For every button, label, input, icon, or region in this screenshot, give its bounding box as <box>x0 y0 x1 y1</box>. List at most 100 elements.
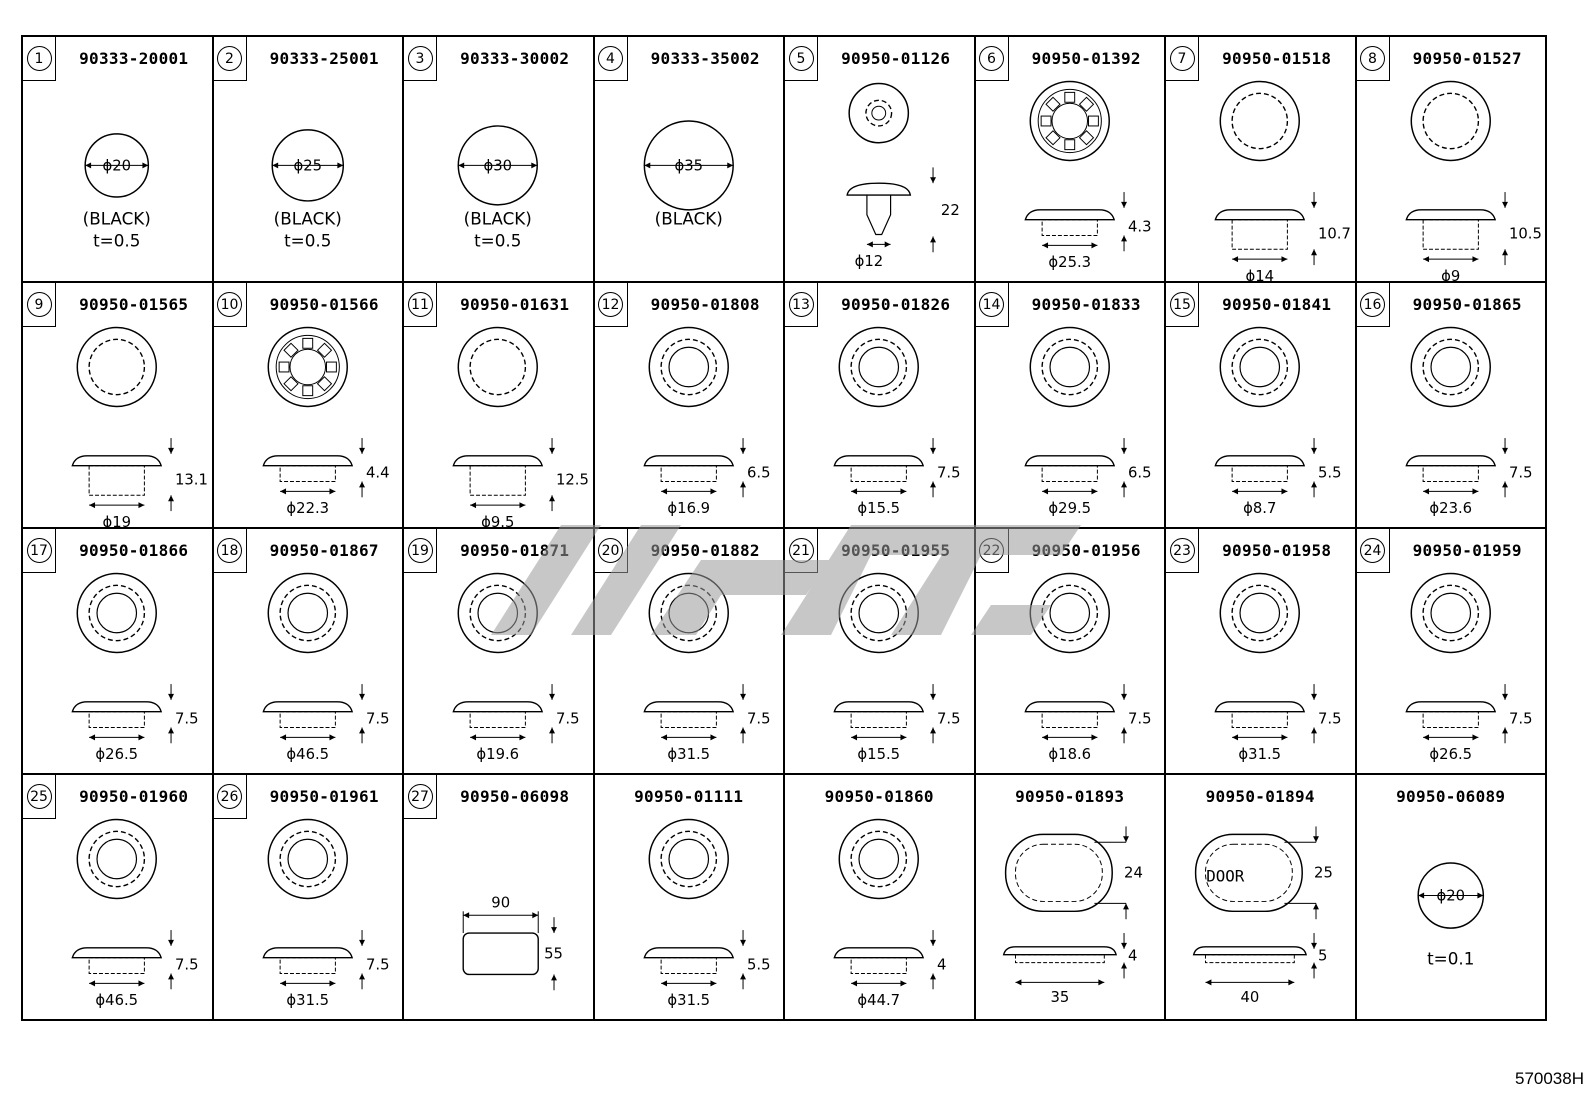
part-drawing: 7.5 ϕ15.5 <box>833 572 961 763</box>
callout-number: 17 <box>26 538 52 563</box>
part-number: 90950-01527 <box>1412 49 1522 68</box>
part-drawing: 6.5 ϕ29.5 <box>1023 326 1151 517</box>
diameter-label: ϕ15.5 <box>857 746 900 763</box>
part-number: 90333-25001 <box>269 49 379 68</box>
callout-number-box: 14 <box>975 283 1009 327</box>
callout-number-box: 5 <box>785 37 818 81</box>
diameter-label: ϕ46.5 <box>95 992 138 1009</box>
callout-number: 15 <box>1169 292 1195 317</box>
part-drawing: ϕ25 (BLACK)t=0.5 <box>270 129 344 250</box>
height-label: 5.5 <box>1318 465 1342 482</box>
part-cell: 14 90950-01833 6.5 ϕ29.5 <box>975 283 1166 529</box>
note-label: t=0.5 <box>474 230 521 250</box>
callout-number-box: 16 <box>1356 283 1390 327</box>
part-cell: 9 90950-01565 13.1 ϕ19 <box>23 283 214 529</box>
callout-number: 14 <box>979 292 1004 317</box>
note-label: (BLACK) <box>464 209 532 229</box>
part-number: 90950-01959 <box>1412 541 1522 560</box>
callout-number-box: 26 <box>213 775 247 819</box>
part-number: 90950-01958 <box>1222 541 1332 560</box>
part-drawing: 10.5ϕ9 <box>1404 80 1541 281</box>
height-label: 55 <box>544 946 563 963</box>
callout-number-box: 6 <box>975 37 1009 81</box>
callout-number: 16 <box>1360 292 1385 317</box>
part-number: 90950-01960 <box>79 787 189 806</box>
callout-number-box: 8 <box>1356 37 1390 81</box>
callout-number: 1 <box>26 46 52 71</box>
part-number: 90950-01565 <box>79 295 189 314</box>
callout-number-box: 18 <box>213 529 247 573</box>
height-label: 12.5 <box>556 471 589 488</box>
callout-number-box: 24 <box>1356 529 1390 573</box>
diameter-label: ϕ8.7 <box>1243 500 1276 517</box>
part-number: 90950-01893 <box>1015 787 1125 806</box>
part-number: 90950-01111 <box>634 787 744 806</box>
part-number: 90950-01865 <box>1412 295 1522 314</box>
height-label: 4.3 <box>1127 219 1151 236</box>
callout-number: 18 <box>217 538 242 563</box>
part-drawing: ϕ30(BLACK)t=0.5 <box>457 125 538 250</box>
note-label: t=0.5 <box>284 230 331 250</box>
diameter-label: ϕ31.5 <box>1238 746 1281 763</box>
callout-number-box: 19 <box>404 529 437 573</box>
diameter-label: ϕ18.6 <box>1048 746 1091 763</box>
height-label: 6.5 <box>746 465 770 482</box>
height-label: 13.1 <box>175 471 208 488</box>
callout-number: 9 <box>26 292 52 317</box>
callout-number-box: 2 <box>213 37 247 81</box>
callout-number: 13 <box>788 292 814 317</box>
height-label: 7.5 <box>937 465 961 482</box>
callout-number-box: 9 <box>23 283 56 327</box>
height-label: 7.5 <box>937 711 961 728</box>
part-number: 90950-01833 <box>1031 295 1141 314</box>
height-label: 4.4 <box>365 465 389 482</box>
diameter-label: ϕ12 <box>855 253 884 270</box>
part-number: 90333-35002 <box>650 49 760 68</box>
callout-number: 27 <box>407 784 433 809</box>
callout-number: 3 <box>407 46 433 71</box>
callout-number: 2 <box>217 46 242 71</box>
diameter-label: ϕ35 <box>674 157 703 174</box>
diameter-label: ϕ46.5 <box>286 746 329 763</box>
callout-number-box: 15 <box>1166 283 1199 327</box>
callout-number: 25 <box>26 784 52 809</box>
height-label: 10.7 <box>1318 225 1351 242</box>
part-number: 90950-01867 <box>269 541 379 560</box>
note-label: t=0.5 <box>93 230 140 250</box>
callout-number: 6 <box>979 46 1004 71</box>
diameter-label: ϕ29.5 <box>1048 500 1091 517</box>
diameter-label: ϕ26.5 <box>95 746 138 763</box>
part-number: 90950-01860 <box>824 787 934 806</box>
diameter-label: ϕ19 <box>102 514 131 529</box>
note-label: (BLACK) <box>83 209 151 229</box>
diameter-label: ϕ25 <box>293 157 322 174</box>
diameter-label: ϕ16.9 <box>667 500 710 517</box>
height-label: 6.5 <box>1127 465 1151 482</box>
callout-number-box: 25 <box>23 775 56 819</box>
part-number: 90950-01961 <box>269 787 379 806</box>
part-cell: 2 90333-25001 ϕ25 (BLACK)t=0.5 <box>213 37 404 283</box>
note-label: (BLACK) <box>273 209 341 229</box>
